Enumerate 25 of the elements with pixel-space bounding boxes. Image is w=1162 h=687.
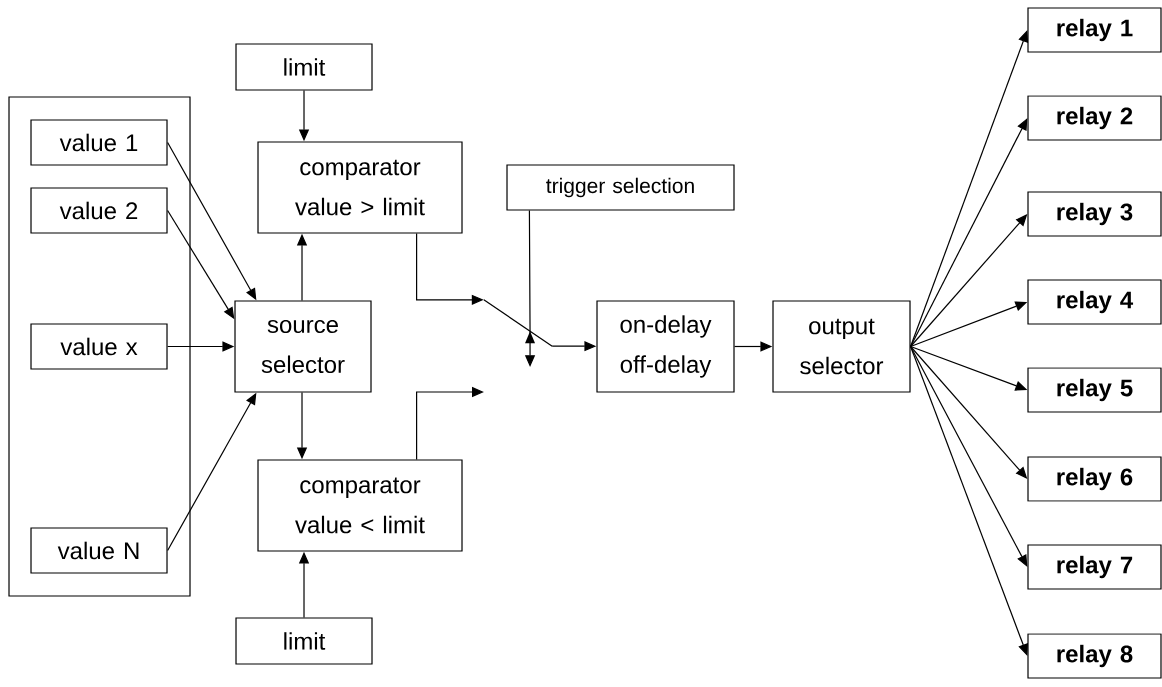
process-box: limit	[235, 43, 373, 91]
process-box: trigger selection	[506, 164, 735, 211]
process-box: relay 5	[1027, 367, 1162, 413]
process-box: relay 7	[1027, 544, 1162, 590]
arrow	[910, 345, 1028, 656]
process-box: comparator value < limit	[257, 459, 463, 552]
process-box: relay 6	[1027, 456, 1162, 502]
process-box: limit	[235, 617, 373, 665]
process-box: relay 3	[1027, 191, 1162, 237]
process-box: value 2	[30, 187, 168, 234]
process-box: relay 8	[1027, 633, 1162, 679]
process-box: relay 4	[1027, 279, 1162, 325]
switch-drawing	[483, 299, 553, 347]
process-box: source selector	[234, 300, 372, 393]
process-box: comparator value > limit	[257, 141, 463, 234]
process-box: value N	[30, 527, 168, 574]
arrow	[910, 118, 1028, 348]
process-box: relay 1	[1027, 7, 1162, 53]
process-box: value 1	[30, 119, 168, 166]
process-box: relay 2	[1027, 95, 1162, 141]
process-box: value x	[30, 323, 168, 370]
group-frame	[8, 96, 191, 597]
arrow	[416, 386, 484, 460]
process-box: output selector	[772, 300, 911, 393]
process-box: on-delay off-delay	[596, 300, 735, 393]
